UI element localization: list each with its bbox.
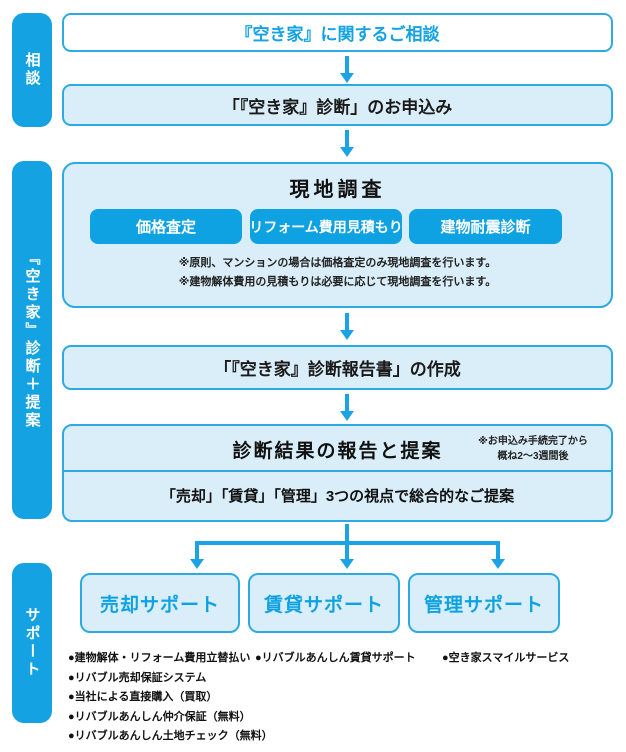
survey-notes: ※原則、マンションの場合は価格査定のみ現地調査を行います。 ※建物解体費用の見積…	[64, 254, 611, 292]
list-item: ●空き家スマイルサービス	[442, 652, 570, 664]
earthquake-diagnosis-tag: 建物耐震診断	[409, 209, 562, 244]
list-item: ●リバブルあんしん土地チェック（無料）	[68, 730, 273, 742]
arrow-down-icon	[340, 411, 354, 421]
management-support-box: 管理サポート	[408, 573, 560, 633]
branch-drop-line	[345, 543, 349, 560]
stage-label-consult: 相談	[12, 13, 52, 127]
report-creation-box: 「『空き家』診断報告書」の作成	[62, 345, 613, 390]
sale-support-items: ●建物解体・リフォーム費用立替払い ●リバブル売却保証システム ●当社による直接…	[68, 649, 273, 747]
site-survey-box: 現地調査 価格査定 リフォーム費用見積もり 建物耐震診断 ※原則、マンションの場…	[62, 162, 613, 308]
site-survey-title: 現地調査	[289, 179, 386, 201]
list-item: ●リバブルあんしん仲介保証（無料）	[68, 710, 251, 723]
arrow-down-icon	[491, 559, 505, 569]
reform-estimate-tag: リフォーム費用見積もり	[249, 209, 403, 244]
arrow-down-icon	[345, 394, 349, 412]
consult-box: 『空き家』に関するご相談	[62, 13, 613, 52]
list-item: ●当社による直接購入（買取）	[68, 691, 218, 703]
survey-note-line: ※建物解体費用の見積もりは必要に応じて現地調査を行います。	[178, 276, 497, 288]
arrow-down-icon	[340, 559, 354, 569]
stage-label-support: サポート	[12, 563, 52, 723]
branch-stem-line	[345, 524, 349, 544]
list-item: ●リバブル売却保証システム	[68, 671, 207, 684]
arrow-down-icon	[345, 56, 349, 74]
result-subtitle: 「売却」「賃貸」「管理」3つの視点で総合的なご提案	[160, 488, 515, 505]
arrow-down-icon	[345, 130, 349, 148]
management-support-items: ●空き家スマイルサービス	[442, 649, 569, 669]
arrow-down-icon	[345, 313, 349, 331]
rental-support-items: ●リバブルあんしん賃貸サポート	[255, 649, 416, 669]
result-proposal-box: 診断結果の報告と提案 ※お申込み手続完了から 概ね2〜3週間後 「売却」「賃貸」…	[62, 424, 613, 522]
arrow-down-icon	[340, 147, 354, 157]
divider	[64, 470, 611, 472]
stage-label-diagnosis-proposal: 『空き家』診断＋提案	[12, 161, 52, 519]
survey-note-line: ※原則、マンションの場合は価格査定のみ現地調査を行います。	[178, 257, 497, 269]
result-note-line: ※お申込み手続完了から	[478, 436, 588, 447]
rental-support-box: 賃貸サポート	[248, 573, 400, 633]
arrow-down-icon	[190, 559, 204, 569]
apply-box: 「『空き家』診断」のお申込み	[62, 84, 613, 126]
sale-support-box: 売却サポート	[80, 573, 240, 633]
branch-drop-line	[496, 543, 500, 560]
result-note-line: 概ね2〜3週間後	[497, 451, 569, 462]
price-assessment-tag: 価格査定	[90, 209, 242, 244]
list-item: ●リバブルあんしん賃貸サポート	[255, 652, 416, 664]
list-item: ●建物解体・リフォーム費用立替払い	[68, 652, 251, 664]
result-title: 診断結果の報告と提案	[232, 441, 443, 462]
result-timing-note: ※お申込み手続完了から 概ね2〜3週間後	[465, 434, 601, 464]
branch-drop-line	[195, 543, 199, 560]
arrow-down-icon	[340, 73, 354, 83]
arrow-down-icon	[340, 330, 354, 340]
